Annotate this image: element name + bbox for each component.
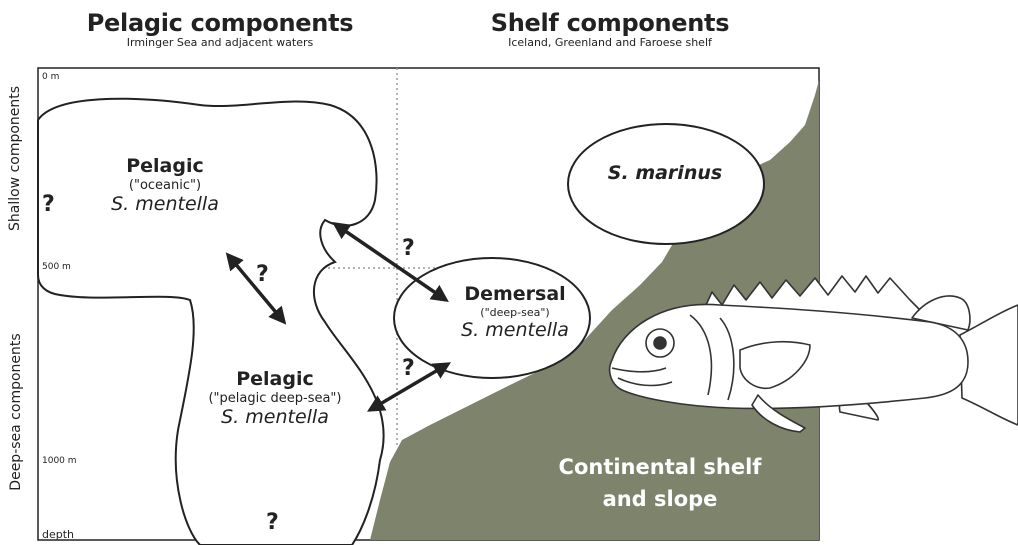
pelagic-oceanic-species: S. mentella <box>95 193 235 216</box>
pelagic-deep-subtitle: ("pelagic deep-sea") <box>180 391 370 407</box>
deep-components-label: Deep-sea components <box>8 327 24 497</box>
marinus-species: S. marinus <box>595 162 735 185</box>
depth-label-0m: 0 m <box>42 72 59 82</box>
question-mark-lower-divider: ? <box>402 356 415 381</box>
pelagic-deep-title: Pelagic <box>180 368 370 391</box>
pelagic-oceanic-block: Pelagic ("oceanic") S. mentella <box>95 155 235 216</box>
depth-label-depth: depth <box>42 528 74 541</box>
question-mark-pelagic-link: ? <box>256 262 269 287</box>
pelagic-oceanic-subtitle: ("oceanic") <box>95 178 235 194</box>
shallow-components-label: Shallow components <box>7 101 23 231</box>
depth-label-500m: 500 m <box>42 262 73 272</box>
demersal-block: Demersal ("deep-sea") S. mentella <box>445 283 585 342</box>
arrow-oceanic-to-demersal <box>335 224 446 300</box>
demersal-subtitle: ("deep-sea") <box>445 306 585 319</box>
question-mark-upper-divider: ? <box>402 236 415 261</box>
marinus-block: S. marinus <box>595 162 735 185</box>
demersal-species: S. mentella <box>445 319 585 342</box>
pelagic-oceanic-title: Pelagic <box>95 155 235 178</box>
demersal-title: Demersal <box>445 283 585 306</box>
shelf-label-line1: Continental shelf <box>540 452 780 484</box>
question-mark-shallow-edge: ? <box>42 192 55 217</box>
depth-label-1000m: 1000 m <box>42 456 77 466</box>
shelf-label-block: Continental shelf and slope <box>540 452 780 515</box>
pelagic-deep-block: Pelagic ("pelagic deep-sea") S. mentella <box>180 368 370 429</box>
pelagic-deep-species: S. mentella <box>180 406 370 429</box>
shelf-label-line2: and slope <box>540 484 780 516</box>
question-mark-bottom: ? <box>266 510 279 535</box>
